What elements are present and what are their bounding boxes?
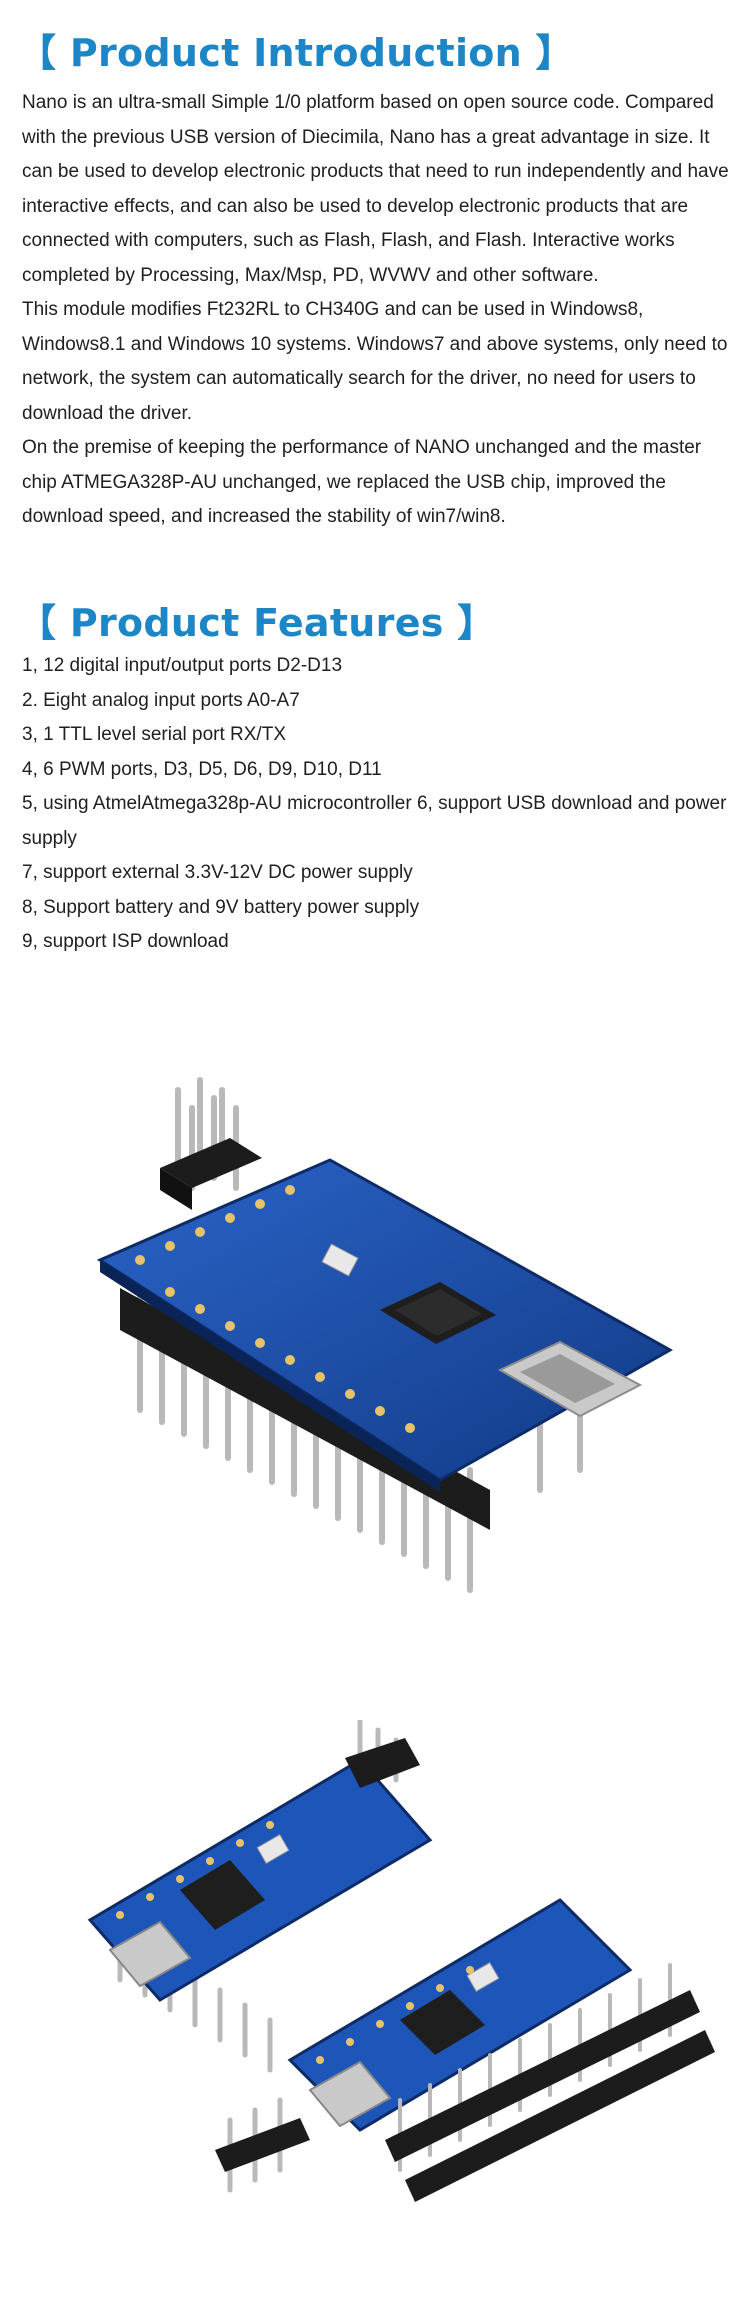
- feature-item: 5, using AtmelAtmega328p-AU microcontrol…: [22, 793, 727, 849]
- feature-item: 8, Support battery and 9V battery power …: [22, 896, 420, 918]
- intro-paragraph-1: Nano is an ultra-small Simple 1/0 platfo…: [22, 92, 729, 286]
- feature-item: 9, support ISP download: [22, 931, 229, 952]
- feature-item: 2. Eight analog input ports A0-A7: [22, 689, 300, 711]
- feature-item: 7, support external 3.3V-12V DC power su…: [22, 862, 413, 883]
- intro-title: 【 Product Introduction 】: [18, 31, 574, 75]
- feature-item: 1, 12 digital input/output ports D2-D13: [22, 655, 343, 676]
- product-photo-single-board: [96, 1077, 674, 1593]
- intro-text: Nano is an ultra-small Simple 1/0 platfo…: [22, 86, 737, 535]
- feature-item: 4, 6 PWM ports, D3, D5, D6, D9, D10, D11: [22, 758, 382, 780]
- product-photo-two-boards: [87, 1720, 715, 2202]
- feature-item: 3, 1 TTL level serial port RX/TX: [22, 724, 286, 745]
- intro-paragraph-3: On the premise of keeping the performanc…: [22, 437, 702, 527]
- features-title: 【 Product Features 】: [18, 601, 496, 645]
- features-list: 1, 12 digital input/output ports D2-D13 …: [22, 649, 737, 960]
- intro-paragraph-2: This module modifies Ft232RL to CH340G a…: [22, 299, 728, 424]
